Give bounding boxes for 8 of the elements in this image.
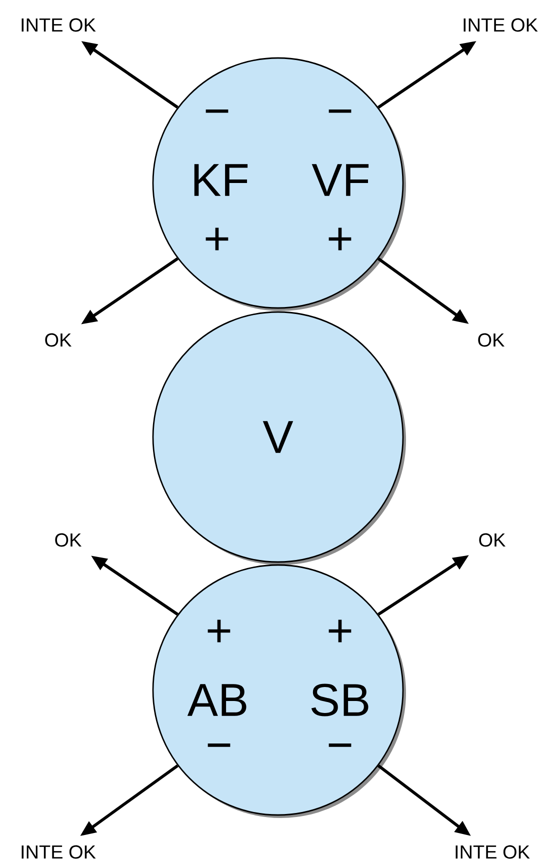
label-text: INTE OK xyxy=(456,845,530,859)
label-text: INTE OK xyxy=(22,18,96,32)
label-text: OK xyxy=(45,333,72,347)
label-text: INTE OK xyxy=(22,845,96,859)
label-text: OK xyxy=(55,533,82,547)
label-text: OK xyxy=(478,333,504,347)
label-text: INTE OK xyxy=(464,18,538,32)
label-text: OK xyxy=(479,533,506,547)
